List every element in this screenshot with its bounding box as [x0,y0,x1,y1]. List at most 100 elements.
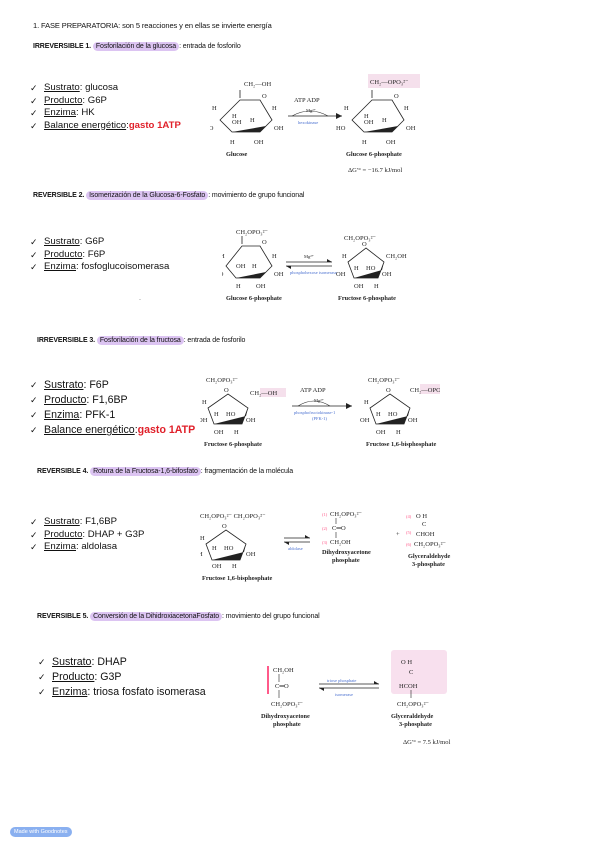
svg-text:H: H [236,283,241,290]
list-item: ✓Producto: G6P [30,94,107,106]
svg-text:O: O [362,241,367,248]
svg-text:O: O [262,93,267,100]
svg-text:OH: OH [214,429,224,436]
reaction-5-diagram: CH₂OH C═O CH₂OPO₃²⁻ Dihydroxyacetone pho… [261,650,450,746]
svg-text:Mg²⁺: Mg²⁺ [314,398,325,403]
svg-text:OH: OH [360,417,370,424]
section-3-items: ✓Sustrato: F6P ✓Producto: F1,6BP ✓Enzima… [30,378,195,438]
svg-text:Dihydroxyacetone: Dihydroxyacetone [322,549,371,556]
list-item: ✓Sustrato: G6P [30,236,105,247]
svg-text:OH: OH [212,563,222,570]
dot: · [139,297,141,303]
dhap-structure: (1)CH₂OPO₃²⁻ (2)C═O (3)CH₂OH Dihydroxyac… [322,511,371,564]
svg-text:O H: O H [416,513,427,520]
svg-text:H: H [214,411,219,418]
svg-text:HO: HO [210,125,214,132]
svg-text:H: H [362,139,367,146]
svg-text:OH: OH [354,283,364,290]
svg-text:C: C [409,669,413,676]
svg-text:(4): (4) [406,514,412,519]
svg-text:H: H [344,105,349,112]
check-icon: ✓ [30,542,38,552]
svg-text:Glyceraldehyde: Glyceraldehyde [391,713,434,720]
svg-text:H: H [342,253,347,260]
section-1-items: ✓Sustrato: glucosa ✓Producto: G6P ✓Enzim… [30,82,181,132]
svg-text:C: C [422,521,426,528]
svg-text:(PFK-1): (PFK-1) [312,416,328,421]
svg-text:OH: OH [336,271,346,278]
svg-text:ATP ADP: ATP ADP [294,97,320,104]
svg-text:H: H [252,263,257,270]
svg-text:H: H [364,113,369,120]
svg-text:HO: HO [222,271,224,278]
list-item: ✓Enzima: triosa fosfato isomerasa [38,686,206,698]
svg-text:H: H [250,117,255,124]
svg-text:OH: OH [376,429,386,436]
svg-text:(2): (2) [322,526,328,531]
check-icon: ✓ [38,672,46,682]
svg-text:aldolase: aldolase [288,546,303,551]
goodnotes-badge: Made with Goodnotes [10,827,72,837]
list-item: ✓Enzima: PFK-1 [30,409,116,421]
svg-text:Glucose: Glucose [226,151,248,158]
svg-text:phosphohexose isomerase: phosphohexose isomerase [290,270,337,275]
svg-text:O: O [386,387,391,394]
svg-text:Mg²⁺: Mg²⁺ [306,108,317,113]
svg-text:ΔG′° = −16.7 kJ/mol: ΔG′° = −16.7 kJ/mol [348,167,402,174]
svg-text:CHOH: CHOH [416,531,435,538]
svg-text:3-phosphate: 3-phosphate [412,561,445,568]
svg-text:H: H [232,113,237,120]
svg-text:H: H [382,117,387,124]
svg-text:C═O: C═O [332,525,346,532]
svg-text:O: O [262,239,267,246]
check-icon: ✓ [38,657,46,667]
svg-text:OH: OH [232,119,242,126]
svg-text:H: H [202,399,207,406]
svg-text:OH: OH [408,417,418,424]
phase-heading: 1. FASE PREPARATORIA: son 5 reacciones y… [33,21,272,30]
list-item: ✓Sustrato: F1,6BP [30,516,118,527]
check-icon: ✓ [38,687,46,697]
list-item: ✓Enzima: fosfoglucoisomerasa [30,261,170,272]
svg-text:CH₂OPO₃²⁻: CH₂OPO₃²⁻ [397,701,430,708]
svg-text:Glucose 6-phosphate: Glucose 6-phosphate [346,151,402,158]
svg-text:(3): (3) [322,540,328,545]
section-4-title: REVERSIBLE 4. Rotura de la Fructosa-1,6-… [37,467,294,476]
svg-text:H: H [364,399,369,406]
list-item: ✓Balance energético: gasto 1ATP [30,119,181,131]
svg-text:H: H [230,139,235,146]
svg-text:H: H [232,563,237,570]
svg-text:CH₂OPO₃²⁻: CH₂OPO₃²⁻ [414,541,447,548]
svg-text:HO: HO [226,411,236,418]
list-item: ✓Sustrato: glucosa [30,82,119,93]
section-3-title: IRREVERSIBLE 3. Fosforilación de la fruc… [37,336,246,345]
svg-text:H: H [272,105,277,112]
svg-text:OH: OH [254,139,264,146]
check-icon: ✓ [30,108,38,118]
svg-text:CH₂OPO₃²⁻: CH₂OPO₃²⁻ [368,377,401,384]
check-icon: ✓ [30,237,38,247]
dhap-structure: CH₂OH C═O CH₂OPO₃²⁻ Dihydroxyacetone pho… [261,666,310,728]
section-5-title: REVERSIBLE 5. Conversión de la Dihidroxi… [37,612,320,621]
list-item: ✓Producto: F1,6BP [30,394,128,406]
check-icon: ✓ [30,249,38,260]
list-item: ✓Enzima: aldolasa [30,541,118,552]
svg-text:Fructose 6-phosphate: Fructose 6-phosphate [338,295,396,302]
section-2-items: ✓Sustrato: G6P ✓Producto: F6P ✓Enzima: f… [30,236,169,274]
list-item: ✓Producto: F6P [30,248,106,260]
svg-text:O: O [394,93,399,100]
svg-text:H: H [212,545,217,552]
svg-text:OH: OH [382,271,392,278]
svg-text:isomerase: isomerase [335,692,353,697]
svg-text:Fructose 1,6-bisphosphate: Fructose 1,6-bisphosphate [366,441,437,448]
svg-text:phosphate: phosphate [273,721,301,728]
svg-text:triose phosphate: triose phosphate [327,678,356,683]
svg-text:(6): (6) [406,542,412,547]
svg-text:phosphate: phosphate [332,557,360,564]
